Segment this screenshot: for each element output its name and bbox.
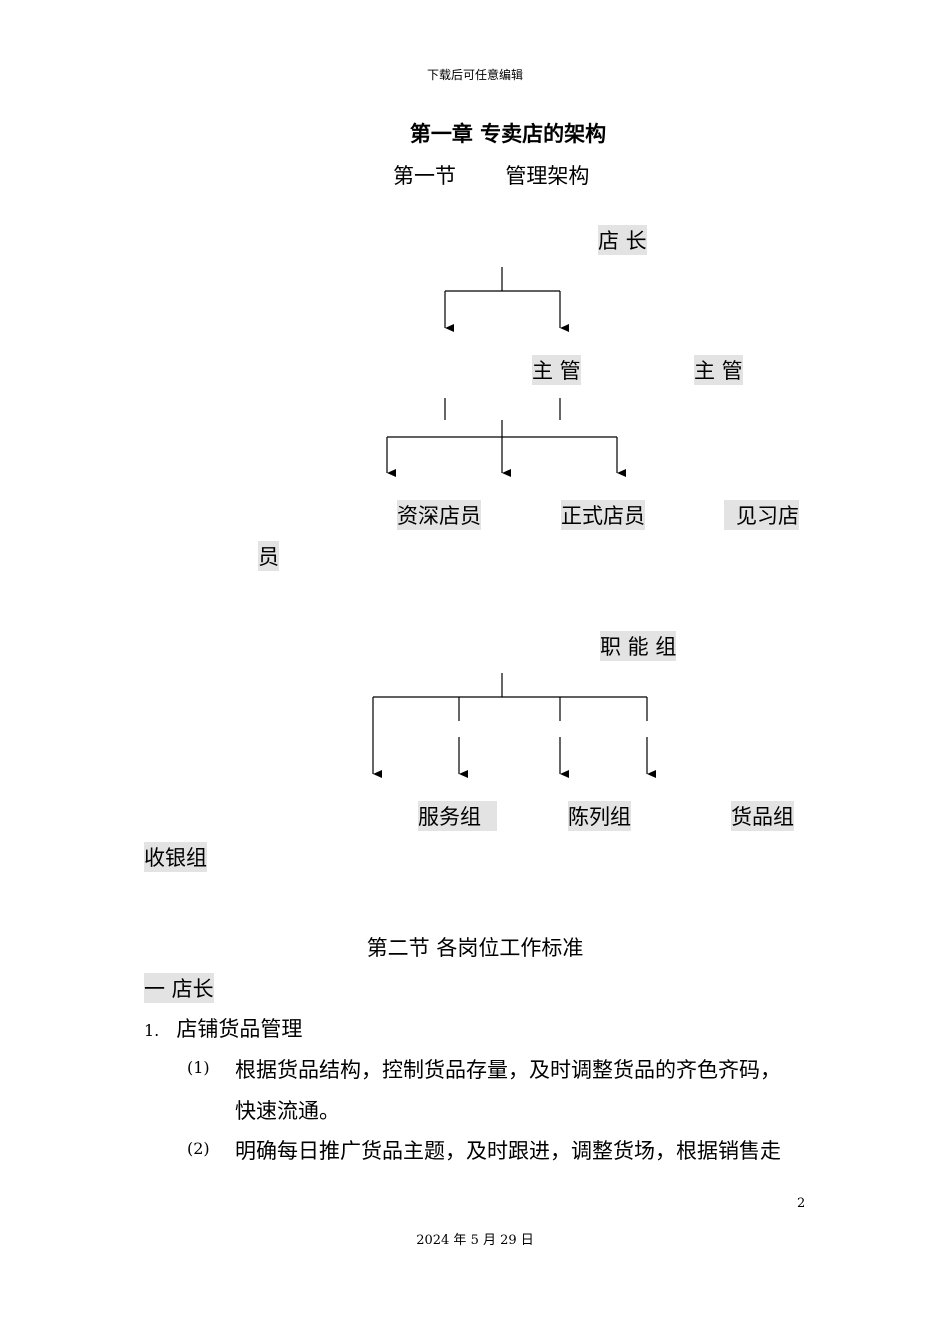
org1-manager-node: 主 管 xyxy=(694,355,743,385)
list-item-number: 1. xyxy=(144,1021,160,1040)
list-item-text: 店铺货品管理 xyxy=(176,1017,303,1041)
org1-staff-node-wrap: 员 xyxy=(258,541,279,571)
org2-group-node: 货品组 xyxy=(731,801,794,831)
org1-manager-node: 主 管 xyxy=(532,355,581,385)
sub-item-number: (1) xyxy=(187,1058,210,1077)
section2-title: 第二节 各岗位工作标准 xyxy=(366,936,584,960)
org2-top-node: 职 能 组 xyxy=(600,631,677,661)
org1-top-node: 店 长 xyxy=(598,225,647,255)
chapter-title: 第一章 专卖店的架构 xyxy=(409,122,607,146)
org1-staff-node: 资深店员 xyxy=(397,500,481,530)
page-number: 2 xyxy=(797,1196,806,1211)
section1-label: 第一节 xyxy=(393,164,456,188)
org1-staff-node: 见习店 xyxy=(724,500,799,530)
org1-staff-node: 正式店员 xyxy=(561,500,645,530)
header-note: 下载后可任意编辑 xyxy=(426,68,523,82)
sub-item-text: 明确每日推广货品主题，及时跟进，调整货场，根据销售走 xyxy=(235,1139,781,1163)
subsection-heading: 一 店长 xyxy=(144,973,214,1003)
section1-heading: 第一节 管理架构 xyxy=(393,160,589,190)
footer-date: 2024 年 5 月 29 日 xyxy=(416,1233,534,1248)
org2-group-node: 陈列组 xyxy=(568,801,631,831)
org2-group-node: 服务组 xyxy=(418,801,497,831)
section1-title: 管理架构 xyxy=(505,164,590,188)
org2-group-node-wrap: 收银组 xyxy=(144,842,207,872)
sub-item-number: (2) xyxy=(187,1139,210,1158)
sub-item-text-cont: 快速流通。 xyxy=(235,1099,340,1123)
sub-item-text: 根据货品结构，控制货品存量，及时调整货品的齐色齐码， xyxy=(235,1058,781,1082)
list-item-1: 1. 店铺货品管理 xyxy=(144,1013,302,1043)
